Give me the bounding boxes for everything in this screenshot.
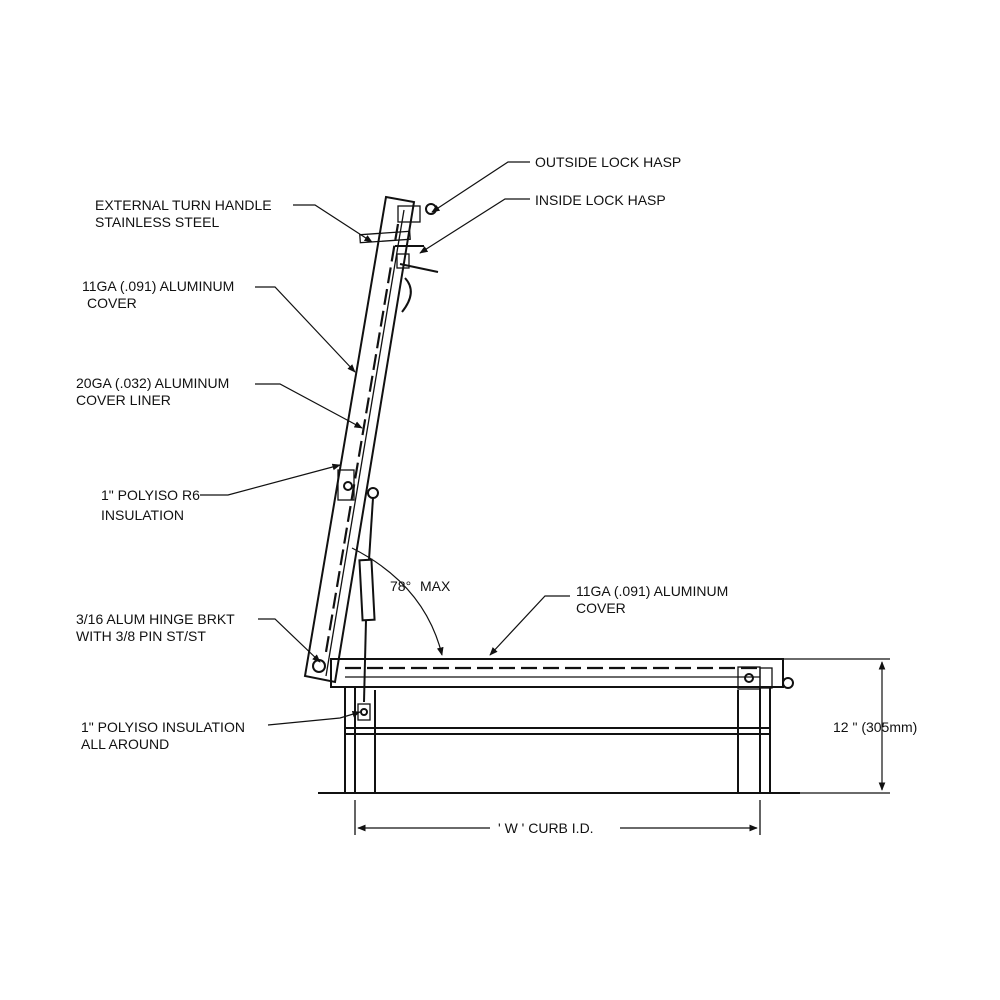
width-dimension: ' W ' CURB I.D. — [354, 800, 761, 836]
turn-handle-label-line1: EXTERNAL TURN HANDLE — [95, 197, 272, 213]
turn-handle-label-line2: STAINLESS STEEL — [95, 214, 219, 230]
polyiso-r6-label-line1: 1" POLYISO R6 — [101, 487, 200, 503]
open-cover-label-line1: 11GA (.091) ALUMINUM — [82, 278, 234, 294]
cover-liner-label-line2: COVER LINER — [76, 392, 171, 408]
open-cover — [303, 195, 439, 684]
closed-cover-label-line1: 11GA (.091) ALUMINUM — [576, 583, 728, 599]
labels: OUTSIDE LOCK HASP INSIDE LOCK HASP EXTER… — [76, 154, 728, 752]
curb — [318, 687, 800, 794]
open-cover-label-line2: COVER — [87, 295, 137, 311]
gas-spring-strut — [358, 497, 376, 703]
closed-cover-label-line2: COVER — [576, 600, 626, 616]
closed-cover — [330, 658, 794, 690]
height-dimension: 12 " (305mm) — [783, 658, 917, 794]
angle-value: 78° — [390, 578, 411, 594]
leader-lines — [200, 161, 570, 726]
angle-suffix: MAX — [420, 578, 451, 594]
polyiso-all-around-label-line1: 1" POLYISO INSULATION — [81, 719, 245, 735]
angle-indicator: 78° MAX — [351, 547, 451, 656]
inside-lock-hasp-label: INSIDE LOCK HASP — [535, 192, 666, 208]
outside-lock-hasp-label: OUTSIDE LOCK HASP — [535, 154, 681, 170]
cover-liner-label-line1: 20GA (.032) ALUMINUM — [76, 375, 229, 391]
height-dimension-label: 12 " (305mm) — [833, 719, 917, 735]
hinge-bracket-label-line2: WITH 3/8 PIN ST/ST — [76, 628, 206, 644]
polyiso-all-around-label-line2: ALL AROUND — [81, 736, 169, 752]
width-dimension-label: ' W ' CURB I.D. — [498, 820, 594, 836]
hinge-bracket-label-line1: 3/16 ALUM HINGE BRKT — [76, 611, 235, 627]
polyiso-r6-label-line2: INSULATION — [101, 507, 184, 523]
